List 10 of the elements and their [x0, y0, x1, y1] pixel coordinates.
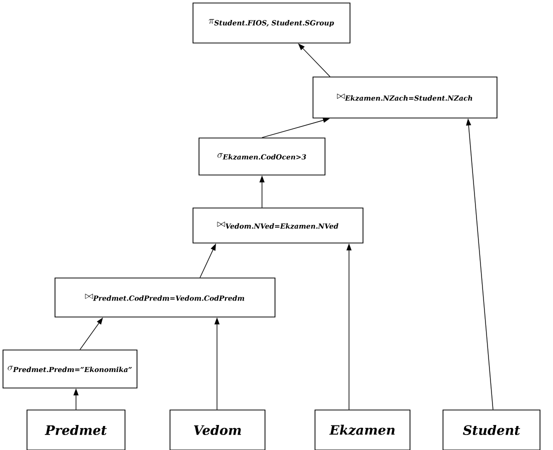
operation-box: $\sigma_{\mbox{\scriptsize\bfseries\itshape Ekzamen.CodOcen>3}}$: [198, 138, 326, 176]
relation-box: Predmet: [26, 410, 126, 450]
operation-box: $\bowtie_{\mbox{\scriptsize\bfseries\itshape Vedom.NVed=Ekzamen.NVed}}$: [192, 208, 364, 244]
relation-box: Ekzamen: [314, 410, 410, 450]
relation-box: Student: [442, 410, 540, 450]
operation-box: $\sigma_{\mbox{\scriptsize\bfseries\itshape Predmet.Predm="Ekonomika"}}$: [2, 350, 138, 388]
relation-box: Vedom: [170, 410, 266, 450]
operation-box: $\pi_{\mbox{\scriptsize\bfseries\itshape Student.FIOS, Student.SGroup}}$: [192, 2, 350, 44]
operation-box: $\bowtie_{\mbox{\scriptsize\bfseries\itshape Predmet.CodPredm=Vedom.CodPredm}}$: [54, 278, 276, 318]
operation-box: $\bowtie_{\mbox{\scriptsize\bfseries\itshape Ekzamen.NZach=Student.NZach}}$: [312, 76, 498, 118]
